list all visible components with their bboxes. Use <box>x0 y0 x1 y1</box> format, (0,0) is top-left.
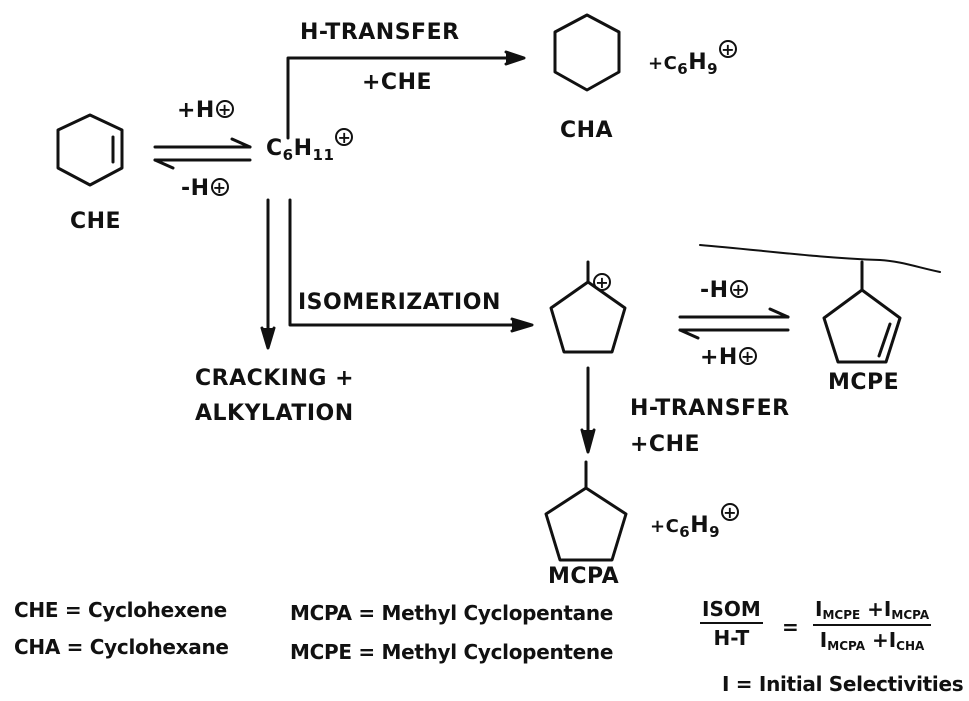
h-transfer-arrow-to-cha <box>286 50 526 140</box>
h-transfer-arrow-to-mcpa <box>580 366 596 454</box>
plus-che-label-right: +CHE <box>630 432 701 457</box>
cyclohexyl-cation-label: C6H11+ <box>266 128 354 163</box>
isom-ht-ratio: ISOM H-T <box>700 598 763 649</box>
selectivity-numerator: IMCPE +IMCPA <box>813 598 932 627</box>
positive-charge-icon: + <box>593 273 611 291</box>
protonation-label-right: +H+ <box>700 347 757 369</box>
mcpa-label: MCPA <box>548 564 620 589</box>
methylcyclopentane-structure <box>544 460 628 562</box>
cracking-label: CRACKING + <box>195 366 355 391</box>
legend-cha: CHA = Cyclohexane <box>14 635 229 659</box>
initial-selectivities-note: I = Initial Selectivities <box>722 672 964 696</box>
h-transfer-label-right: H-TRANSFER <box>630 396 790 421</box>
positive-charge-icon: + <box>729 280 748 298</box>
deprotonation-equilibrium-arrows <box>678 307 790 340</box>
positive-charge-icon: + <box>721 503 740 521</box>
selectivity-ratio: IMCPE +IMCPA IMCPA +ICHA <box>813 598 932 654</box>
alkylation-label: ALKYLATION <box>195 401 354 426</box>
positive-charge-icon: + <box>210 178 229 196</box>
equals-sign: = <box>782 615 800 639</box>
deprotonation-label: -H+ <box>181 178 229 200</box>
ratio-denominator: H-T <box>713 626 750 650</box>
cha-label: CHA <box>560 118 614 143</box>
h-transfer-label-top: H-TRANSFER <box>300 20 460 45</box>
positive-charge-icon: + <box>738 347 757 365</box>
ratio-numerator: ISOM <box>700 598 763 624</box>
legend-che: CHE = Cyclohexene <box>14 598 227 622</box>
deprotonation-label-right: -H+ <box>700 280 748 302</box>
che-label: CHE <box>70 209 122 234</box>
byproduct-bottom-label: +C6H9+ <box>650 503 740 540</box>
protonation-label: +H+ <box>177 100 234 122</box>
byproduct-top-label: +C6H9+ <box>648 40 738 77</box>
cyclohexene-structure <box>56 113 124 187</box>
cyclohexane-structure <box>553 13 621 92</box>
plus-che-label-top: +CHE <box>362 70 433 95</box>
methylcyclopentyl-cation-structure <box>549 260 627 354</box>
mcpe-label: MCPE <box>828 370 900 395</box>
positive-charge-icon: + <box>215 100 234 118</box>
isomerization-arrow <box>288 198 534 333</box>
selectivity-denominator: IMCPA +ICHA <box>819 628 925 654</box>
cracking-arrow <box>260 198 276 350</box>
protonation-equilibrium-arrows <box>153 137 252 170</box>
isomerization-label: ISOMERIZATION <box>298 290 501 315</box>
legend-mcpe: MCPE = Methyl Cyclopentene <box>290 640 614 664</box>
legend-mcpa: MCPA = Methyl Cyclopentane <box>290 601 614 625</box>
positive-charge-icon: + <box>719 40 738 58</box>
methylcyclopentene-structure <box>699 244 941 364</box>
positive-charge-icon: + <box>335 128 354 146</box>
